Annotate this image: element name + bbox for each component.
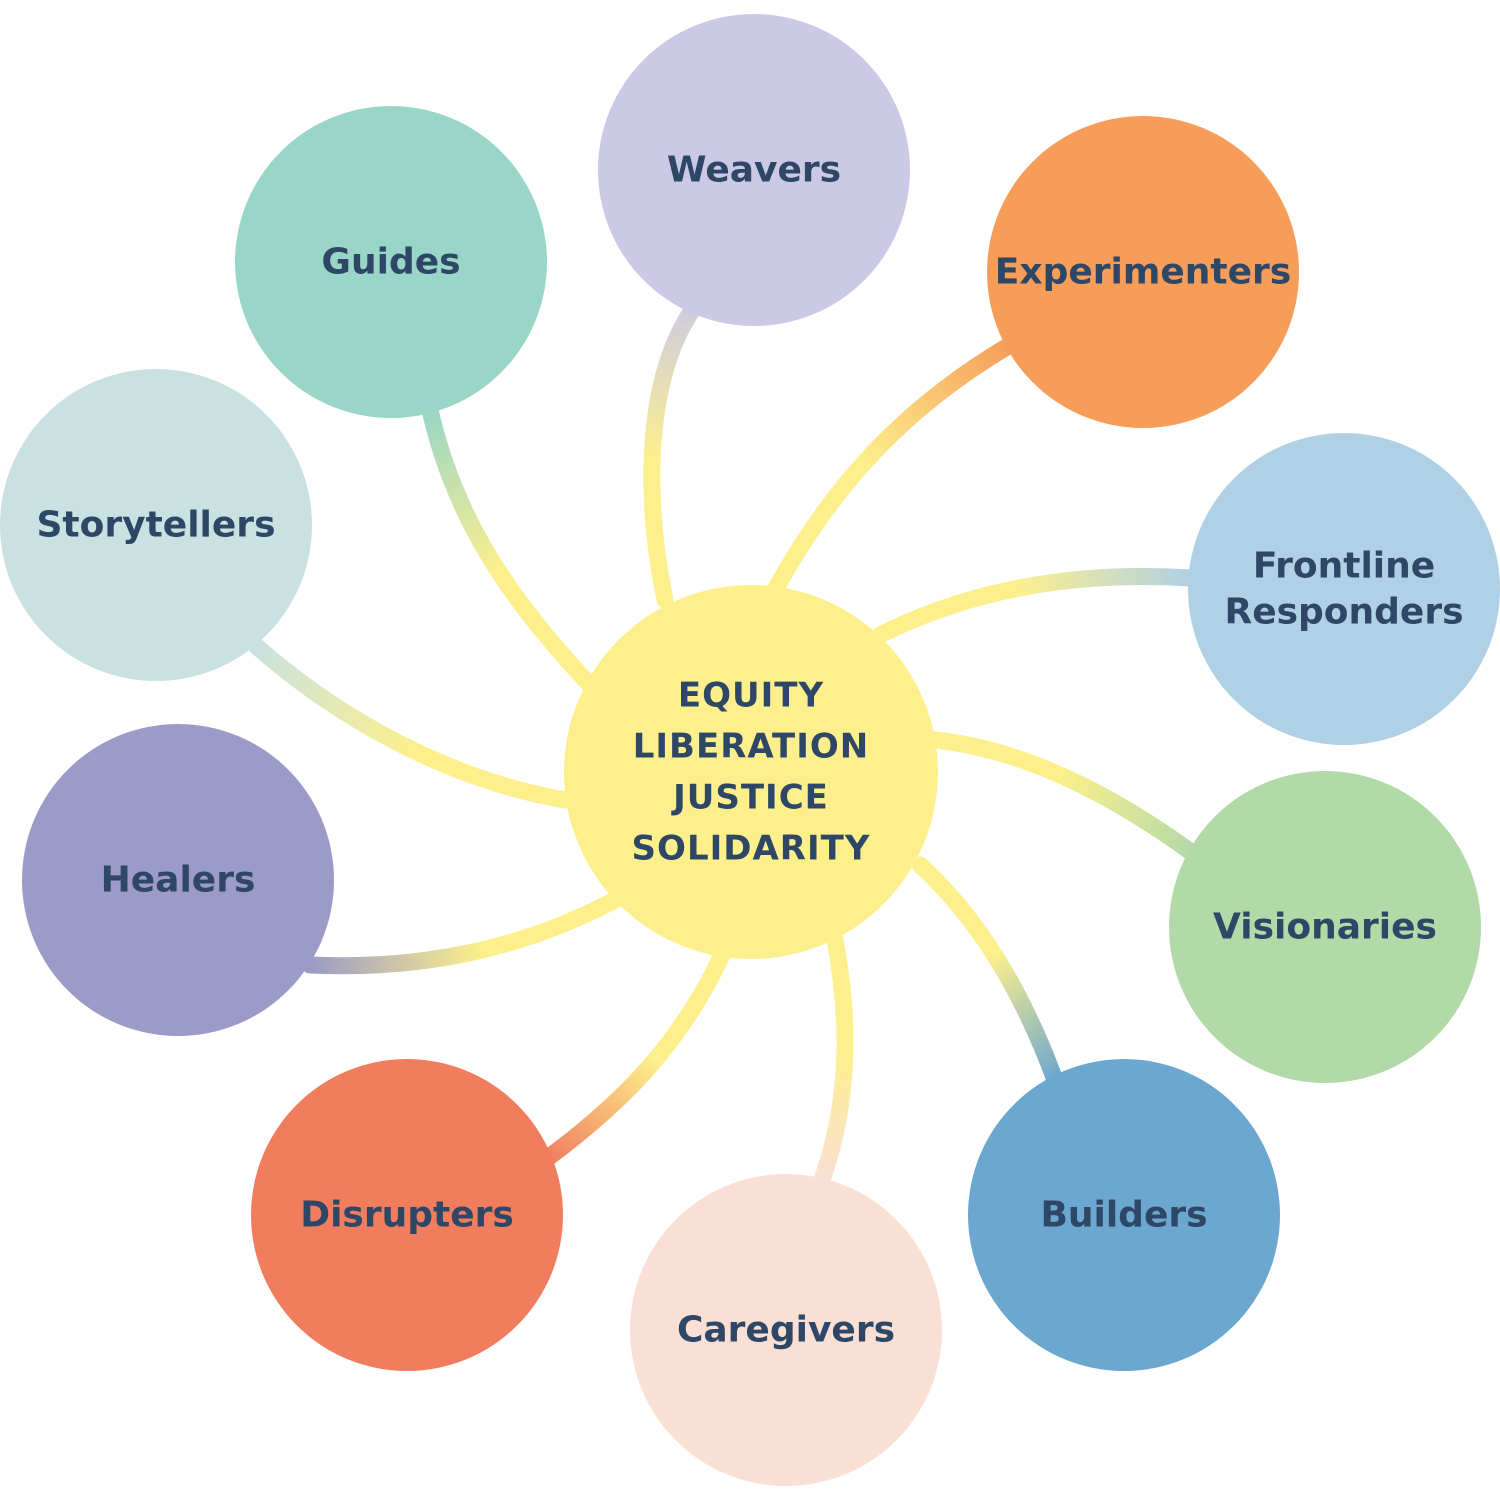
node-guides: Guides (235, 106, 547, 418)
node-label-storytellers: Storytellers (37, 505, 276, 546)
node-visionaries: Visionaries (1169, 771, 1481, 1083)
node-label-healers: Healers (101, 860, 256, 901)
node-circle-experimenters (987, 116, 1299, 428)
node-circle-guides (235, 106, 547, 418)
node-caregivers: Caregivers (630, 1174, 942, 1486)
connector-healers (301, 891, 624, 975)
node-label-caregivers: Caregivers (677, 1310, 895, 1351)
node-experimenters: Experimenters (987, 116, 1299, 428)
hub-group: EQUITY LIBERATION JUSTICE SOLIDARITY (564, 585, 938, 959)
node-label-weavers: Weavers (667, 150, 841, 191)
node-circle-healers (22, 724, 334, 1036)
node-label-disrupters: Disrupters (300, 1195, 514, 1236)
node-circle-weavers (598, 14, 910, 326)
node-healers: Healers (22, 724, 334, 1036)
node-circle-builders (968, 1059, 1280, 1371)
node-label-builders: Builders (1040, 1195, 1207, 1236)
connector-experimenters (766, 336, 1019, 599)
connector-guides (421, 401, 599, 694)
connector-weavers (643, 291, 709, 609)
hub-circle (564, 585, 938, 959)
node-builders: Builders (968, 1059, 1280, 1371)
node-storytellers: Storytellers (0, 369, 312, 681)
node-circle-disrupters (251, 1059, 563, 1371)
node-weavers: Weavers (598, 14, 910, 326)
connector-caregivers (813, 931, 854, 1189)
connector-builders (911, 856, 1064, 1089)
connector-visionaries (926, 731, 1204, 864)
hub-value-label: EQUITY (678, 676, 824, 716)
connector-disrupters (536, 946, 731, 1169)
node-circle-storytellers (0, 369, 312, 681)
node-circle-caregivers (630, 1174, 942, 1486)
node-label-guides: Guides (321, 242, 460, 283)
connector-storytellers (246, 636, 574, 809)
node-disrupters: Disrupters (251, 1059, 563, 1371)
node-layer: WeaversExperimentersFrontlineRespondersV… (0, 14, 1500, 1486)
hub-value-label: JUSTICE (671, 778, 829, 818)
node-circle-frontline-responders (1188, 433, 1500, 745)
connector-layer (246, 291, 1204, 1189)
node-label-visionaries: Visionaries (1213, 907, 1437, 948)
connector-frontline-responders (871, 568, 1199, 644)
node-label-frontline-responders: Frontline (1253, 546, 1435, 587)
node-label-experimenters: Experimenters (995, 252, 1291, 293)
node-label-frontline-responders: Responders (1224, 592, 1463, 633)
hub-value-label: LIBERATION (633, 727, 870, 767)
hub-value-label: SOLIDARITY (632, 829, 871, 869)
node-circle-visionaries (1169, 771, 1481, 1083)
